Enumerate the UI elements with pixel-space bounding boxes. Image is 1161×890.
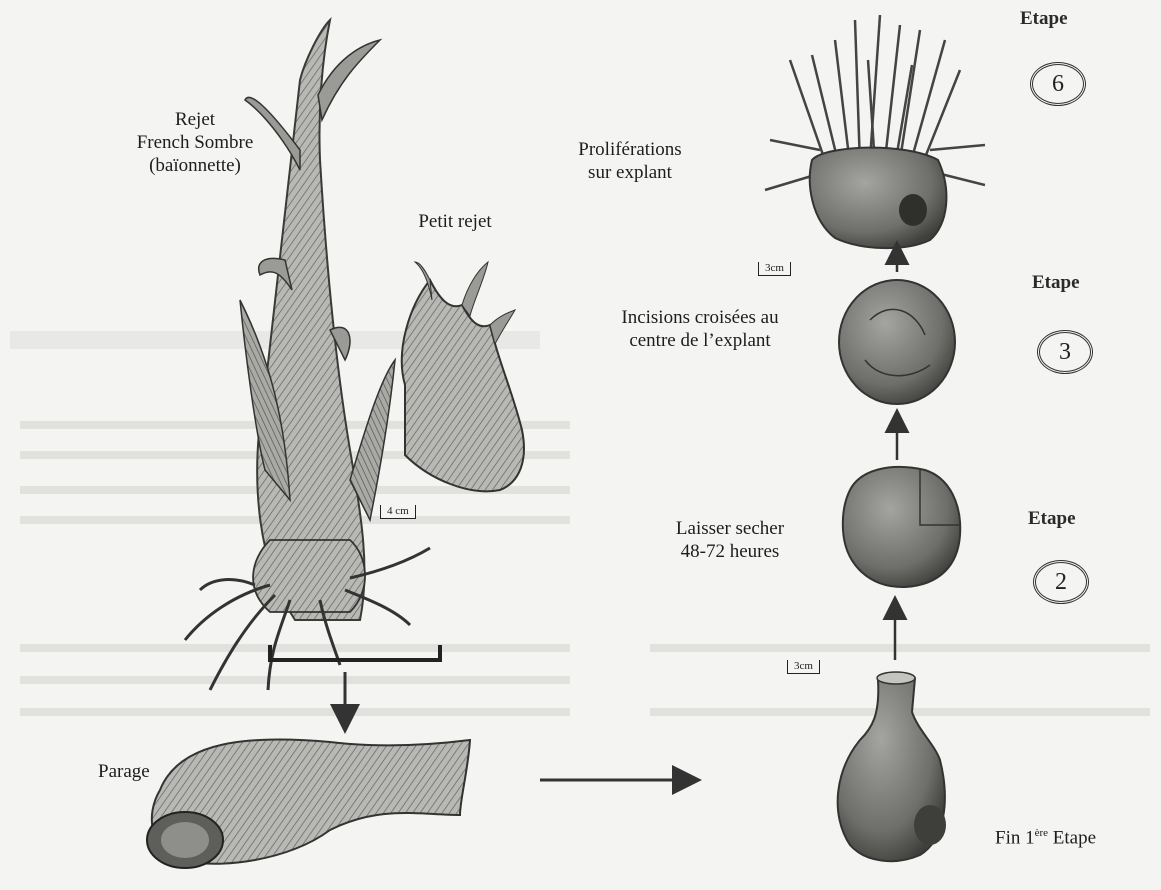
fin-sup: ère [1035,827,1048,839]
explant-stage-1-illustration [838,672,946,861]
laisser-label-line-2: 48-72 heures [655,540,805,563]
fin-etape-label: Fin 1ère Etape [995,822,1096,849]
fin-prefix: Fin 1 [995,827,1035,848]
etape-2-label: Etape [1028,508,1076,530]
incisions-label-line-1: Incisions croisées au [585,306,815,329]
incisions-label-line-2: centre de l’explant [585,329,815,352]
etape-3-label: Etape [1032,272,1080,294]
etape-2-number: 2 [1033,560,1089,604]
explant-stage-2-illustration [843,467,960,587]
rejet-label-line-1: Rejet [95,108,295,131]
parage-illustration [147,739,470,868]
fin-suffix: Etape [1048,827,1096,848]
proliferations-label: Proliférations sur explant [555,138,705,184]
explant-stage-6-illustration [765,15,985,248]
petit-rejet-illustration [402,262,524,491]
rejet-label: Rejet French Sombre (baïonnette) [95,108,295,177]
etape-6-number: 6 [1030,62,1086,106]
parage-label: Parage [98,760,150,783]
explant-stage-3-illustration [839,280,955,404]
scale-bar-top: 3cm [758,262,791,276]
proliferations-label-line-2: sur explant [555,161,705,184]
scale-bar-bottom: 3cm [787,660,820,674]
rejet-label-line-3: (baïonnette) [95,154,295,177]
petit-rejet-label: Petit rejet [395,210,515,233]
incisions-label: Incisions croisées au centre de l’explan… [585,306,815,352]
proliferations-label-line-1: Proliférations [555,138,705,161]
scale-bar-rejet: 4 cm [380,505,416,519]
etape-6-label: Etape [1020,8,1068,30]
etape-3-number: 3 [1037,330,1093,374]
laisser-label: Laisser secher 48-72 heures [655,517,805,563]
laisser-label-line-1: Laisser secher [655,517,805,540]
background-bleed [10,340,1150,712]
rejet-label-line-2: French Sombre [95,131,295,154]
